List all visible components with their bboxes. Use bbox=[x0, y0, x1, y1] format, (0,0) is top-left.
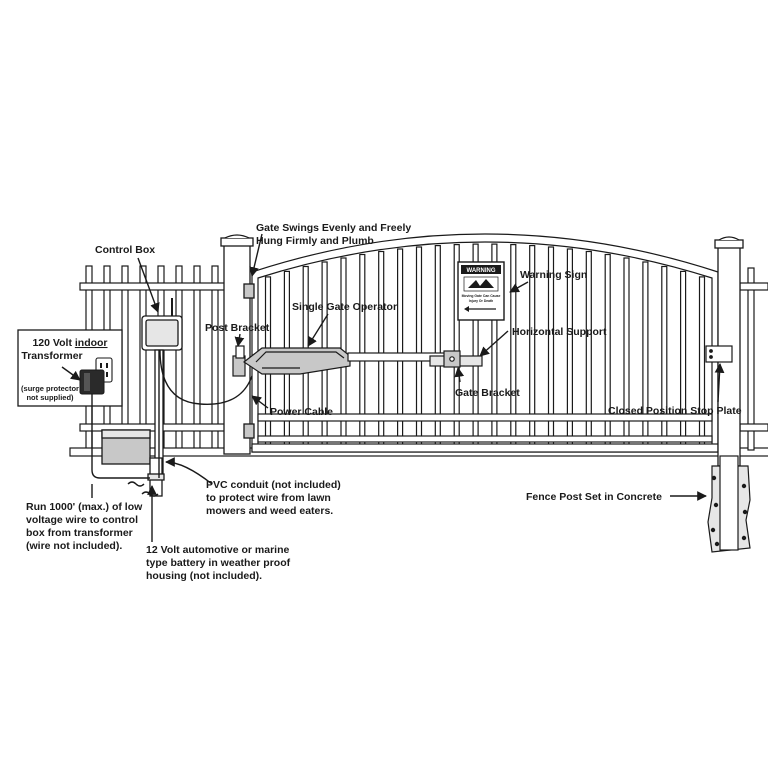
run-label-line-2: voltage wire to control bbox=[26, 514, 138, 526]
sign-line-2: Injury Or Death bbox=[469, 299, 494, 303]
callout-labels: Gate Swings Evenly and Freely Hung Firml… bbox=[26, 222, 742, 582]
callout-arrows bbox=[61, 233, 725, 542]
gate-bracket-label: Gate Bracket bbox=[455, 387, 520, 399]
sign-header: WARNING bbox=[467, 268, 496, 274]
transformer-inset: 120 Volt indoor Transformer (surge prote… bbox=[17, 329, 123, 407]
control-box-label: Control Box bbox=[95, 244, 155, 256]
surge-label-line-1: (surge protector bbox=[21, 384, 79, 393]
stop-plate bbox=[705, 345, 733, 363]
gate-swings-label-line-1: Gate Swings Evenly and Freely bbox=[256, 222, 411, 234]
sign-line-1: Moving Gate Can Cause bbox=[462, 294, 501, 298]
battery-housing bbox=[101, 429, 165, 497]
run-label-line-3: box from transformer bbox=[26, 527, 133, 539]
battery-label-line-1: 12 Volt automotive or marine bbox=[146, 544, 289, 556]
gate-operator bbox=[232, 345, 483, 377]
pvc-label-line-1: PVC conduit (not included) bbox=[206, 479, 341, 491]
transformer-label-line-2: Transformer bbox=[21, 350, 82, 362]
single-gate-operator-label: Single Gate Operator bbox=[292, 301, 397, 313]
battery-label-line-2: type battery in weather proof bbox=[146, 557, 291, 569]
gate-panel bbox=[251, 233, 719, 453]
power-cable-label: Power Cable bbox=[270, 406, 333, 418]
wiring bbox=[91, 349, 253, 497]
concrete-footing bbox=[707, 455, 751, 553]
stop-plate-label: Closed Position Stop Plate bbox=[608, 405, 742, 417]
run-label-line-4: (wire not included). bbox=[26, 540, 122, 552]
fence-post-label: Fence Post Set in Concrete bbox=[526, 491, 662, 503]
right-fence-section bbox=[739, 267, 768, 451]
horizontal-support-label: Horizontal Support bbox=[512, 326, 607, 338]
post-bracket-label: Post Bracket bbox=[205, 322, 270, 334]
warning-sign: WARNING Moving Gate Can Cause Injury Or … bbox=[457, 261, 505, 321]
pvc-label-line-3: mowers and weed eaters. bbox=[206, 505, 333, 517]
pvc-label-line-2: to protect wire from lawn bbox=[206, 492, 331, 504]
transformer-label-line-1: 120 Volt indoor bbox=[32, 337, 107, 349]
surge-label-line-2: not supplied) bbox=[26, 393, 74, 402]
warning-sign-label: Warning Sign bbox=[520, 269, 587, 281]
run-label-line-1: Run 1000' (max.) of low bbox=[26, 501, 143, 513]
left-gate-post bbox=[220, 234, 255, 455]
battery-label-line-3: housing (not included). bbox=[146, 570, 262, 582]
gate-swings-label-line-2: Hung Firmly and Plumb bbox=[256, 235, 374, 247]
